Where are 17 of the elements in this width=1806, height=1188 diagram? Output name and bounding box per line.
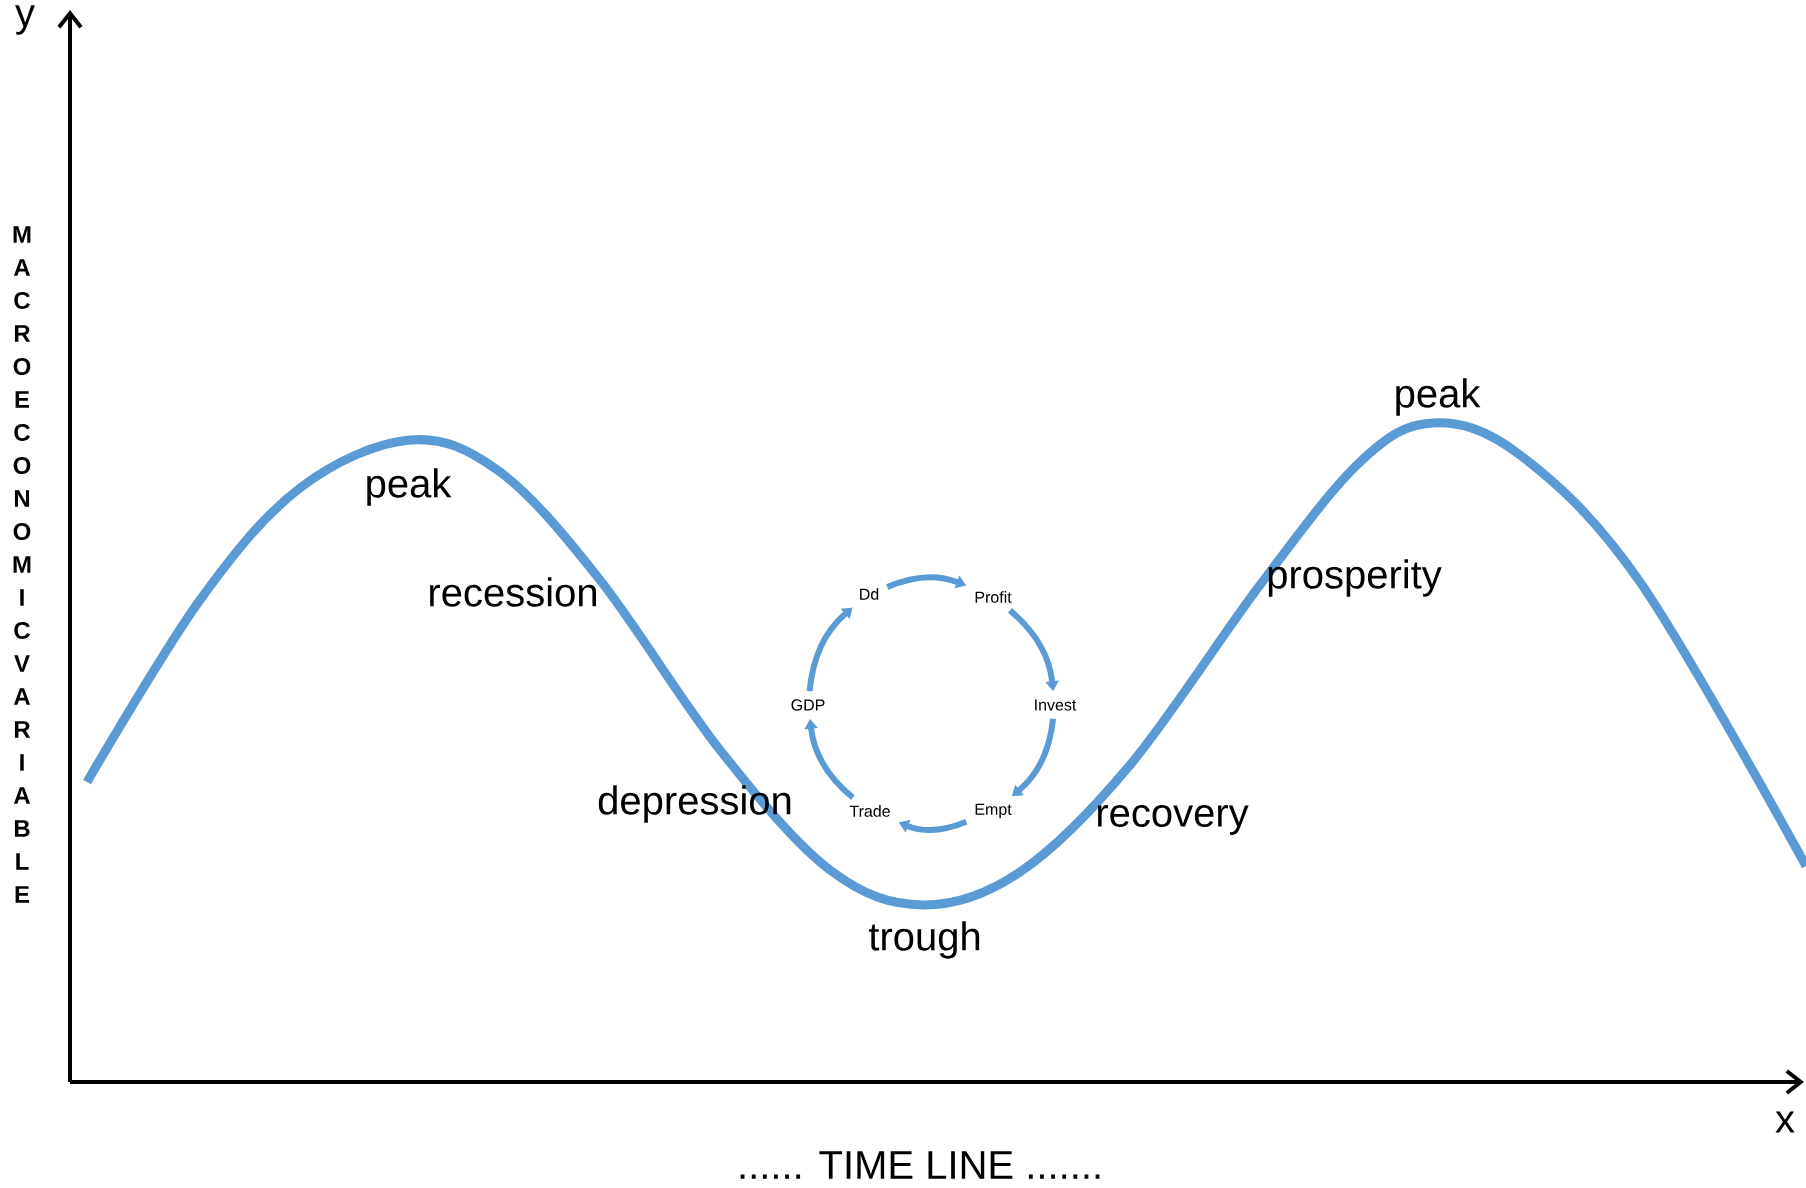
phase-label: trough [868, 921, 980, 959]
phase-label: recession [430, 577, 596, 607]
phase-label: peak [367, 468, 452, 506]
cycle-word: Dd [860, 588, 879, 600]
phase-label: peak [1396, 378, 1481, 416]
cycle-word: GDP [791, 699, 825, 711]
phase-label: prosperity [1268, 559, 1442, 597]
axis-label: x [1775, 1111, 1795, 1133]
axis-label: y [15, 5, 35, 35]
axis-title: MACROECONOMICVARIABLE [13, 226, 31, 903]
cycle-arrow [806, 607, 853, 692]
cycle-word: Invest [1035, 699, 1077, 711]
axis-title: ...... TIME LINE ....... [740, 1151, 1100, 1179]
cycle-word: Empt [975, 803, 1012, 819]
cycle-word: Trade [849, 805, 890, 817]
cycle-word: Profit [975, 591, 1012, 603]
phase-label: recovery [1098, 805, 1249, 835]
